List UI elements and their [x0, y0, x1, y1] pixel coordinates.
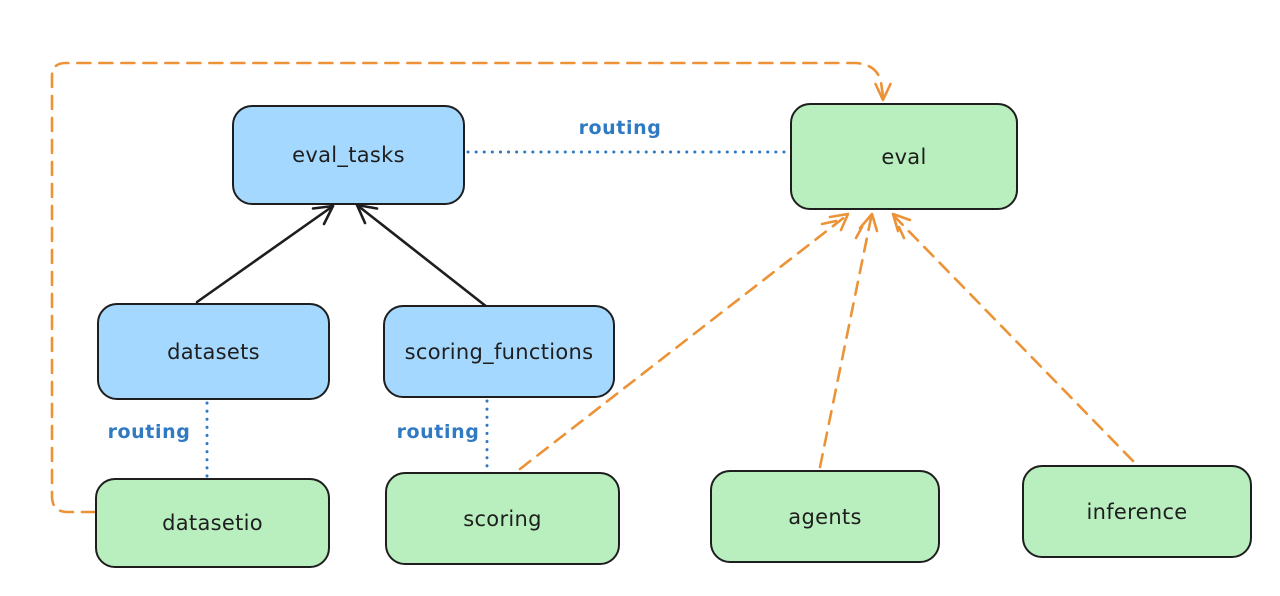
node-scoring-label: scoring	[463, 506, 542, 531]
arrowhead-datasetio-to-eval	[874, 82, 892, 102]
edge-label-routing-scoring_functions-scoring: routing	[396, 421, 480, 443]
edge-label-routing-eval_tasks-eval: routing	[578, 117, 662, 139]
node-datasets: datasets	[97, 303, 330, 400]
edge-scoring_functions-to-eval_tasks	[355, 203, 489, 309]
node-agents-label: agents	[788, 504, 862, 529]
edge-datasetio-to-eval	[50, 61, 885, 514]
arrowhead-datasets-to-eval_tasks	[311, 204, 335, 226]
arrowhead-scoring_functions-to-eval_tasks	[355, 203, 379, 225]
node-inference: inference	[1022, 465, 1252, 558]
arrowhead-scoring-to-eval-sketch	[820, 219, 838, 226]
edge-agents-to-eval	[818, 216, 873, 469]
node-inference-label: inference	[1086, 499, 1188, 524]
node-eval_tasks: eval_tasks	[232, 105, 465, 205]
edge-label-routing-datasets-datasetio: routing	[107, 421, 191, 443]
node-eval_tasks-label: eval_tasks	[292, 143, 405, 167]
edge-inference-to-eval	[893, 215, 1135, 463]
edge-scoring-to-eval	[518, 214, 848, 471]
node-scoring_functions: scoring_functions	[383, 305, 615, 398]
node-datasetio-label: datasetio	[162, 511, 263, 535]
arrowhead-inference-to-eval	[891, 212, 912, 233]
node-agents: agents	[710, 470, 940, 563]
node-scoring_functions-label: scoring_functions	[404, 339, 594, 364]
arrowhead-agents-to-eval	[858, 212, 879, 233]
arrowhead-inference-to-eval-sketch	[897, 225, 906, 240]
node-datasets-label: datasets	[167, 339, 260, 364]
arrowhead-agents-to-eval-sketch	[854, 225, 864, 240]
node-scoring: scoring	[385, 472, 620, 565]
node-datasetio: datasetio	[95, 478, 330, 568]
arrowhead-scoring-to-eval	[828, 212, 850, 232]
edge-datasets-to-eval_tasks	[195, 204, 335, 304]
node-eval-label: eval	[881, 144, 927, 169]
node-eval: eval	[790, 103, 1018, 210]
